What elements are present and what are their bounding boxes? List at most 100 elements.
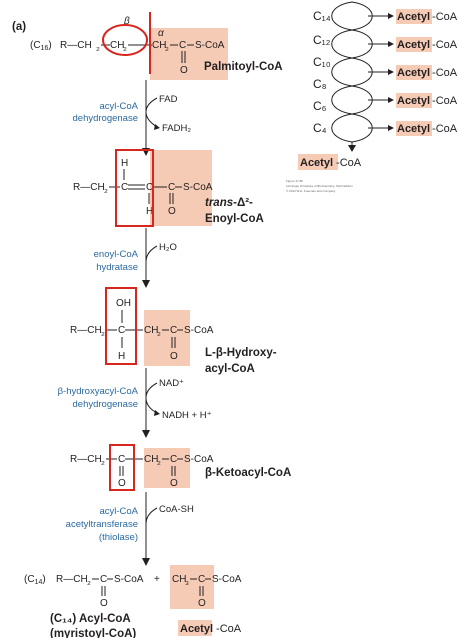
svg-text:OH: OH xyxy=(116,298,131,309)
svg-text:acetyltransferase: acetyltransferase xyxy=(66,519,138,530)
svg-text:CH: CH xyxy=(110,40,124,51)
svg-text:C: C xyxy=(168,182,175,193)
svg-text:C: C xyxy=(170,454,177,465)
acetyl-highlight-product xyxy=(170,565,214,609)
alpha-label: α xyxy=(158,28,164,39)
svg-text:S-CoA: S-CoA xyxy=(183,182,213,193)
svg-text:R—CH: R—CH xyxy=(70,454,102,465)
carbon-count-4: C₈ xyxy=(313,77,327,91)
svg-text:(thiolase): (thiolase) xyxy=(99,532,138,543)
svg-text:O: O xyxy=(100,598,108,609)
svg-text:CH: CH xyxy=(172,574,186,585)
svg-text:C: C xyxy=(146,182,153,193)
reaction-3: β-hydroxyacyl-CoA dehydrogenase NAD⁺ NAD… xyxy=(58,368,212,438)
products: (C14) R—CH ₂ C S-CoA O + CH ₃ C S-CoA O … xyxy=(24,565,242,638)
svg-text:₂: ₂ xyxy=(101,327,105,338)
svg-text:H: H xyxy=(118,351,125,362)
svg-text:R—CH: R—CH xyxy=(70,325,102,336)
carbon-count-6: C₄ xyxy=(313,121,327,135)
carbon-count-1: C₁₄ xyxy=(313,9,331,23)
svg-text:O: O xyxy=(168,206,176,217)
svg-text:CH: CH xyxy=(144,454,158,465)
chain-r: R—CH xyxy=(60,40,92,51)
enzyme-enoyl-coa-hydratase: enoyl-CoA xyxy=(94,249,139,260)
hydroxyl-box xyxy=(105,287,137,365)
acetyl-output-3: Acetyl-CoA xyxy=(397,67,458,79)
carbon-count-5: C₆ xyxy=(313,99,327,113)
enoyl-highlight xyxy=(150,150,212,226)
reaction-2: enoyl-CoA hydratase H₂O xyxy=(94,228,177,288)
palmitoyl-coa-structure: (C16) R—CH ₂ CH ₂ CH ₂ C S-CoA O Palmito… xyxy=(30,12,283,80)
svg-text:(C16): (C16) xyxy=(30,40,52,52)
beta-label: β xyxy=(123,16,130,27)
svg-text:C: C xyxy=(100,574,107,585)
acyl-highlight xyxy=(150,28,228,80)
svg-text:hydratase: hydratase xyxy=(96,262,138,273)
reaction-4: acyl-CoA acetyltransferase (thiolase) Co… xyxy=(66,492,194,566)
svg-text:C: C xyxy=(118,454,125,465)
acetyl-output-final: Acetyl-CoA xyxy=(300,157,362,169)
enoyl-coa-structure: R—CH ₂ C C C S-CoA H H O trans-Δ²- Enoyl… xyxy=(73,149,264,227)
hydroxyacyl-highlight xyxy=(144,310,190,366)
svg-text:O: O xyxy=(170,351,178,362)
carbon-count-3: C₁₀ xyxy=(313,55,331,69)
reaction-1: acyl-CoA dehydrogenase FAD FADH₂ xyxy=(73,80,191,156)
cofactor-nad: NAD⁺ xyxy=(159,378,184,389)
figure-caption-2: Lehninger Principles of Biochemistry, Si… xyxy=(286,184,353,188)
acetyl-output-1: Acetyl-CoA xyxy=(397,11,458,23)
cofactor-fad: FAD xyxy=(159,94,178,105)
double-bond-box xyxy=(115,149,154,227)
cofactor-nadh: NADH + H⁺ xyxy=(162,410,212,421)
figure-caption-3: © 2013 W.H. Freeman and Company xyxy=(286,189,336,193)
svg-text:S-CoA: S-CoA xyxy=(195,40,225,51)
enzyme-acyl-coa-dehydrogenase-1: acyl-CoA xyxy=(99,101,138,112)
enzyme-thiolase: acyl-CoA xyxy=(99,506,138,517)
svg-text:O: O xyxy=(180,65,188,76)
svg-text:CH: CH xyxy=(144,325,158,336)
svg-text:₂: ₂ xyxy=(87,576,91,587)
svg-text:S-CoA: S-CoA xyxy=(184,454,214,465)
acetyl-output-5: Acetyl-CoA xyxy=(397,123,458,135)
svg-text:O: O xyxy=(198,598,206,609)
svg-text:R—CH: R—CH xyxy=(56,574,88,585)
svg-text:(C14): (C14) xyxy=(24,574,46,586)
ketoacyl-coa-label: β-Ketoacyl-CoA xyxy=(205,467,291,479)
svg-text:₂: ₂ xyxy=(157,327,161,338)
panel-label: (a) xyxy=(12,21,26,33)
svg-text:O: O xyxy=(118,478,126,489)
ketoacyl-highlight xyxy=(144,448,190,488)
hydroxyacyl-coa-structure: R—CH ₂ C CH ₂ C S-CoA OH H O L-β-Hydroxy… xyxy=(70,287,277,375)
svg-text:C: C xyxy=(121,182,128,193)
svg-text:₂: ₂ xyxy=(101,456,105,467)
hydroxyacyl-coa-label-2: acyl-CoA xyxy=(205,363,255,375)
cofactor-h2o: H₂O xyxy=(159,242,177,253)
svg-text:O: O xyxy=(170,478,178,489)
svg-text:R—CH: R—CH xyxy=(73,182,105,193)
acetyl-word-highlight xyxy=(178,620,212,636)
svg-text:₂: ₂ xyxy=(157,456,161,467)
svg-text:H: H xyxy=(146,206,153,217)
plus-sign: + xyxy=(154,574,160,585)
svg-text:S-CoA: S-CoA xyxy=(212,574,242,585)
figure-caption-1: Figure 17-8b xyxy=(286,179,303,183)
myristoyl-coa-label: (myristoyl-CoA) xyxy=(50,628,136,638)
svg-text:H: H xyxy=(121,158,128,169)
svg-text:S-CoA: S-CoA xyxy=(184,325,214,336)
svg-text:₂: ₂ xyxy=(96,42,100,53)
svg-text:₂: ₂ xyxy=(123,42,127,53)
enoyl-coa-label-1: trans-Δ²- xyxy=(205,197,253,209)
acetyl-output-2: Acetyl-CoA xyxy=(397,39,458,51)
svg-text:C: C xyxy=(118,325,125,336)
cofactor-coash: CoA-SH xyxy=(159,504,194,515)
keto-box xyxy=(109,444,135,491)
beta-carbon-circle xyxy=(102,24,148,56)
cycle-overview: C₁₄ C₁₂ C₁₀ C₈ C₆ C₄ Acetyl-CoA Acetyl-C… xyxy=(286,1,458,193)
svg-text:C: C xyxy=(179,40,186,51)
svg-text:dehydrogenase: dehydrogenase xyxy=(73,399,139,410)
svg-text:₃: ₃ xyxy=(185,576,189,587)
acetyl-output-4: Acetyl-CoA xyxy=(397,95,458,107)
acyl-coa-product-label: (C₁₄) Acyl-CoA xyxy=(50,613,131,625)
enzyme-hydroxyacyl-coa-dehydrogenase: β-hydroxyacyl-CoA xyxy=(58,386,139,397)
ketoacyl-coa-structure: R—CH ₂ C CH ₂ C S-CoA O O β-Ketoacyl-CoA xyxy=(70,444,291,491)
